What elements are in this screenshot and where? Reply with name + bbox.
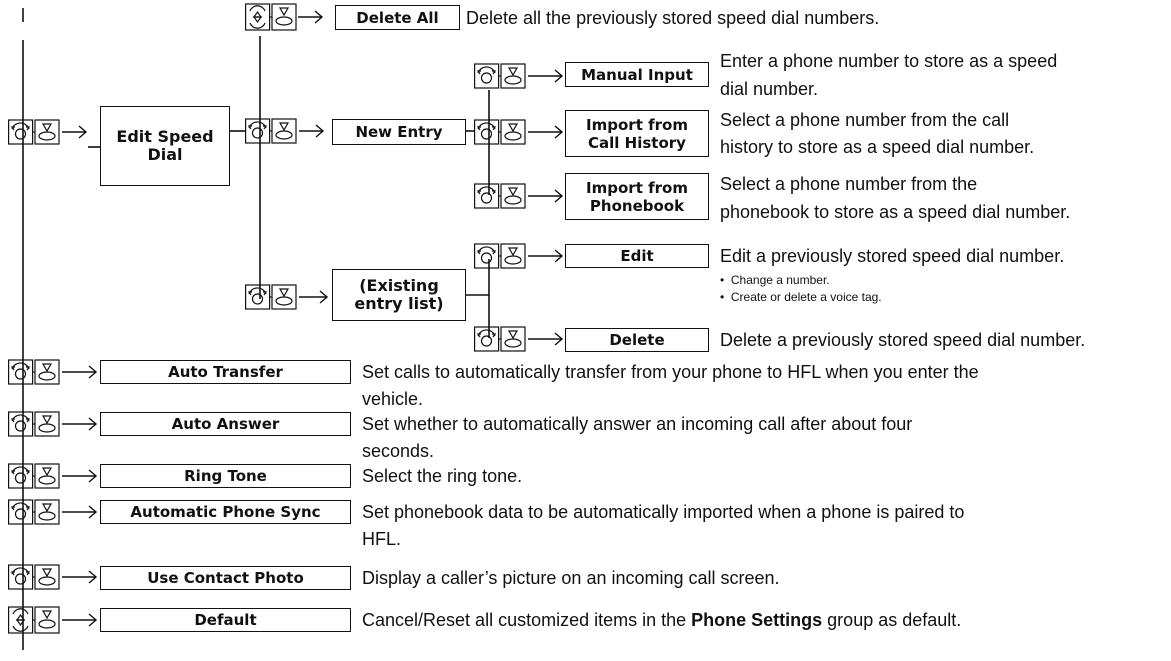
- phone-settings-emphasis: Phone Settings: [691, 610, 823, 630]
- arrow-right-icon: [528, 189, 564, 208]
- phonebook-description-line1: Select a phone number from the: [720, 174, 978, 194]
- rotate-knob-icon: [474, 61, 526, 89]
- arrow-right-icon: [62, 570, 98, 589]
- arrow-right-icon: [528, 69, 564, 88]
- existing-entry-list-label: (Existing entry list): [354, 276, 444, 313]
- default-description-post: group as default.: [822, 610, 962, 630]
- arrow-right-icon: [62, 125, 88, 144]
- edit-description: Edit a previously stored speed dial numb…: [720, 246, 1065, 266]
- arrow-right-icon: [62, 505, 98, 524]
- edit-bullet-voice-tag: • Create or delete a voice tag.: [720, 290, 882, 304]
- arrow-right-icon: [299, 290, 329, 309]
- automatic-phone-sync-box[interactable]: Automatic Phone Sync: [100, 500, 351, 524]
- delete-all-description: Delete all the previously stored speed d…: [466, 8, 880, 28]
- delete-all-box[interactable]: Delete All: [335, 5, 460, 30]
- rotate-knob-icon: [8, 562, 60, 590]
- arrow-right-icon: [62, 469, 98, 488]
- delete-all-label: Delete All: [356, 8, 439, 27]
- arrow-right-icon: [528, 125, 564, 144]
- manual-input-box[interactable]: Manual Input: [565, 62, 709, 87]
- manual-input-label: Manual Input: [581, 65, 693, 84]
- auto-transfer-description-line2: vehicle.: [362, 389, 424, 409]
- edit-speed-dial-box[interactable]: Edit Speed Dial: [100, 106, 230, 186]
- auto-transfer-box[interactable]: Auto Transfer: [100, 360, 351, 384]
- default-label: Default: [194, 611, 257, 629]
- rotate-knob-icon: [245, 116, 297, 144]
- default-description: Cancel/Reset all customized items in the…: [362, 609, 961, 631]
- rotate-knob-icon: [474, 117, 526, 145]
- import-phonebook-box[interactable]: Import from Phonebook: [565, 173, 709, 220]
- rotate-knob-icon: [8, 497, 60, 525]
- move-knob-icon: [245, 3, 297, 31]
- arrow-right-icon: [62, 417, 98, 436]
- rotate-knob-icon: [245, 282, 297, 310]
- ring-tone-description: Select the ring tone.: [362, 466, 523, 486]
- automatic-phone-sync-label: Automatic Phone Sync: [130, 503, 321, 521]
- ring-tone-label: Ring Tone: [184, 467, 267, 485]
- default-box[interactable]: Default: [100, 608, 351, 632]
- rotate-knob-icon: [474, 324, 526, 352]
- edit-label: Edit: [620, 247, 654, 265]
- import-call-history-box[interactable]: Import from Call History: [565, 110, 709, 157]
- arrow-right-icon: [299, 124, 325, 143]
- arrow-right-icon: [528, 249, 564, 268]
- auto-transfer-label: Auto Transfer: [168, 363, 283, 381]
- rotate-knob-icon: [474, 241, 526, 269]
- delete-description: Delete a previously stored speed dial nu…: [720, 330, 1086, 350]
- phone-sync-description-line1: Set phonebook data to be automatically i…: [362, 502, 965, 522]
- delete-box[interactable]: Delete: [565, 328, 709, 352]
- phonebook-description-line2: phonebook to store as a speed dial numbe…: [720, 202, 1071, 222]
- ring-tone-box[interactable]: Ring Tone: [100, 464, 351, 488]
- import-call-history-label: Import from Call History: [586, 115, 688, 152]
- new-entry-label: New Entry: [355, 123, 443, 141]
- new-entry-box[interactable]: New Entry: [332, 119, 466, 145]
- bullet-text: Change a number.: [730, 273, 830, 287]
- call-history-description-line1: Select a phone number from the call: [720, 110, 1010, 130]
- auto-answer-description-line2: seconds.: [362, 441, 435, 461]
- arrow-right-icon: [62, 613, 98, 632]
- auto-answer-description-line1: Set whether to automatically answer an i…: [362, 414, 913, 434]
- arrow-right-icon: [528, 332, 564, 351]
- auto-transfer-description-line1: Set calls to automatically transfer from…: [362, 362, 979, 382]
- bullet-symbol: •: [720, 273, 725, 287]
- manual-input-description-line1: Enter a phone number to store as a speed: [720, 51, 1058, 71]
- edit-box[interactable]: Edit: [565, 244, 709, 268]
- auto-answer-box[interactable]: Auto Answer: [100, 412, 351, 436]
- import-phonebook-label: Import from Phonebook: [586, 178, 688, 215]
- arrow-right-icon: [298, 10, 324, 29]
- move-knob-icon: [8, 606, 60, 634]
- manual-input-description-line2: dial number.: [720, 79, 819, 99]
- arrow-right-icon: [62, 365, 98, 384]
- rotate-knob-icon: [8, 357, 60, 385]
- bullet-symbol: •: [720, 290, 725, 304]
- contact-photo-description: Display a caller’s picture on an incomin…: [362, 568, 780, 588]
- edit-speed-dial-label: Edit Speed Dial: [116, 127, 214, 164]
- rotate-knob-icon: [474, 181, 526, 209]
- phone-sync-description-line2: HFL.: [362, 529, 402, 549]
- rotate-knob-icon: [8, 409, 60, 437]
- auto-answer-label: Auto Answer: [171, 415, 280, 433]
- existing-entry-list-box[interactable]: (Existing entry list): [332, 269, 466, 321]
- call-history-description-line2: history to store as a speed dial number.: [720, 137, 1035, 157]
- edit-bullet-change-number: • Change a number.: [720, 273, 830, 287]
- use-contact-photo-box[interactable]: Use Contact Photo: [100, 566, 351, 590]
- rotate-knob-icon: [8, 461, 60, 489]
- use-contact-photo-label: Use Contact Photo: [147, 569, 304, 587]
- delete-label: Delete: [609, 331, 665, 349]
- default-description-pre: Cancel/Reset all customized items in the: [362, 610, 692, 630]
- bullet-text: Create or delete a voice tag.: [730, 290, 882, 304]
- rotate-knob-icon: [8, 117, 60, 145]
